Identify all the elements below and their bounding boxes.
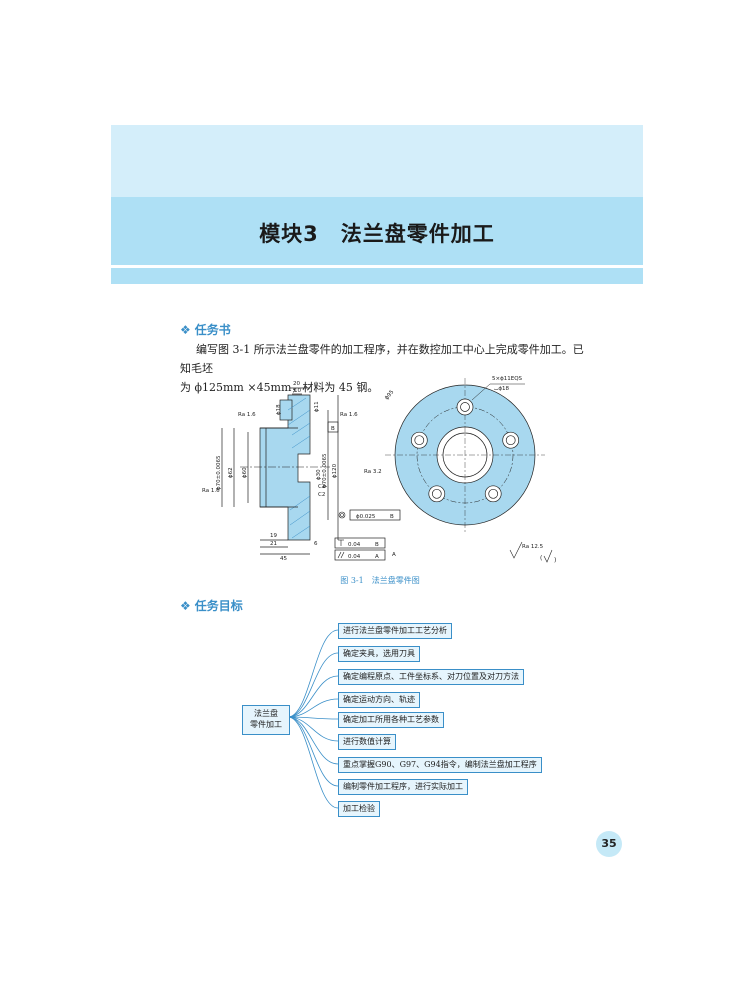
mindmap-center-line-1: 法兰盘 (254, 709, 278, 718)
chamfer-c2b: C2 (318, 492, 325, 498)
figure-caption: 图 3-1 法兰盘零件图 (340, 576, 420, 585)
dim-phi18: ϕ18 (276, 404, 282, 415)
section-labels: 20 10 19 21 45 6 ϕ18 ϕ11 ϕ70±0.0065 ϕ62 … (202, 381, 396, 562)
objective-item: 编制零件加工程序，进行实际加工 (338, 779, 468, 795)
objective-item: 确定夹具，选用刀具 (338, 646, 420, 662)
task-book-line-1: 编写图 3-1 所示法兰盘零件的加工程序，并在数控加工中心上完成零件加工。已知毛… (180, 343, 584, 375)
front-labels: 5×ϕ11EQS ⌴ϕ18 ϕ95 (384, 376, 523, 401)
dim-phi60: ϕ60 (242, 467, 248, 478)
rough-ra16a: Ra 1.6 (238, 412, 256, 418)
tol-perp: 0.04 (348, 542, 361, 548)
rough-ra32: Ra 3.2 (364, 469, 382, 475)
banner-divider (111, 265, 643, 268)
holes-callout: 5×ϕ11EQS (492, 376, 523, 382)
dim-phi62: ϕ62 (228, 467, 234, 478)
dim-10: 10 (294, 388, 301, 394)
tol-par: 0.04 (348, 554, 361, 560)
task-book-text: 编写图 3-1 所示法兰盘零件的加工程序，并在数控加工中心上完成零件加工。已知毛… (180, 340, 590, 397)
dim-21: 21 (270, 541, 277, 547)
dim-phi95: ϕ95 (384, 389, 396, 401)
objective-item: 确定编程原点、工件坐标系、对刀位置及对刀方法 (338, 669, 524, 685)
banner-bottom (111, 268, 643, 284)
section-view (221, 387, 401, 561)
mindmap-center: 法兰盘 零件加工 (242, 705, 290, 735)
rough-ra16c: Ra 1.6 (202, 488, 220, 494)
dim-phi11: ϕ11 (314, 401, 320, 412)
svg-text:): ) (554, 557, 556, 564)
general-roughness: Ra 12.5 ( ) (509, 541, 556, 564)
objective-item: 进行法兰盘零件加工工艺分析 (338, 623, 452, 639)
objective-item: 加工检验 (338, 801, 380, 817)
tol-position-ref: B (390, 514, 394, 520)
dim-19: 19 (270, 533, 277, 539)
flange-drawing: 20 10 19 21 45 6 ϕ18 ϕ11 ϕ70±0.0065 ϕ62 … (202, 376, 556, 564)
dim-20: 20 (293, 381, 300, 387)
objective-item: 进行数值计算 (338, 734, 396, 750)
dim-phi30: ϕ30 (316, 469, 322, 480)
tol-par-ref: A (375, 554, 379, 560)
datum-a: A (392, 552, 396, 558)
task-book-heading-text: 任务书 (194, 323, 231, 337)
counterbore-callout: ⌴ϕ18 (494, 386, 510, 392)
section-hub (279, 399, 293, 421)
objectives-heading-text: 任务目标 (194, 599, 243, 613)
rough-ra16b: Ra 1.6 (340, 412, 358, 418)
objectives-heading: ❖任务目标 (180, 597, 243, 614)
mindmap-center-line-2: 零件加工 (250, 720, 282, 729)
rough-ra125: Ra 12.5 (522, 544, 544, 550)
objectives-mindmap: 法兰盘 零件加工 进行法兰盘零件加工工艺分析 确定夹具，选用刀具 确定编程原点、… (230, 615, 542, 825)
objective-item: 确定运动方向、轨迹 (338, 692, 420, 708)
dim-phi70: ϕ70±0.0065 (216, 455, 222, 490)
chamfer-c2a: C2 (318, 484, 325, 490)
objective-item: 确定加工所用各种工艺参数 (338, 712, 444, 728)
svg-text:(: ( (540, 555, 542, 562)
front-view (385, 378, 545, 532)
dim-phi70b: ϕ70±0.0065 (322, 453, 328, 488)
mindmap-connectors (287, 629, 339, 809)
banner-band (111, 197, 643, 265)
geo-symbols (337, 511, 346, 559)
tol-perp-ref: B (375, 542, 379, 548)
diamond-icon: ❖ (180, 599, 191, 613)
task-book-heading: ❖任务书 (180, 321, 231, 338)
page-number: 35 (596, 831, 622, 857)
diamond-icon: ❖ (180, 323, 191, 337)
dim-45: 45 (280, 556, 287, 562)
objective-item: 重点掌握G90、G97、G94指令，编制法兰盘加工程序 (338, 757, 542, 773)
datum-b: B (331, 426, 335, 432)
dim-phi120: ϕ120 (332, 463, 338, 478)
banner-top (111, 125, 643, 197)
tol-position: ϕ0.025 (356, 514, 376, 520)
dim-6: 6 (314, 541, 318, 547)
module-title: 模块3 法兰盘零件加工 (259, 222, 495, 246)
task-book-line-2: 为 ϕ125mm ×45mm，材料为 45 钢。 (180, 381, 379, 394)
